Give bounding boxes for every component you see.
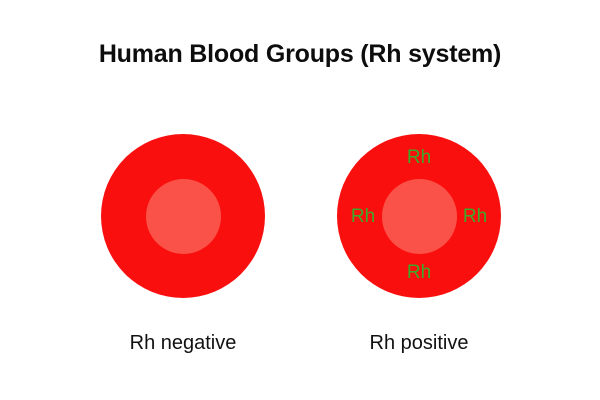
rh-antigen-marker-top: Rh bbox=[406, 147, 432, 168]
blood-cell-rh-positive: Rh Rh Rh Rh bbox=[337, 134, 501, 298]
page-title: Human Blood Groups (Rh system) bbox=[98, 40, 502, 68]
red-blood-cell-inner-circle bbox=[146, 179, 221, 254]
rh-antigen-marker-bottom: Rh bbox=[406, 262, 432, 283]
red-blood-cell-inner-circle bbox=[382, 179, 457, 254]
caption-rh-positive: Rh positive bbox=[369, 332, 469, 354]
blood-cell-rh-negative bbox=[101, 134, 265, 298]
caption-rh-negative: Rh negative bbox=[129, 332, 237, 354]
rh-antigen-marker-left: Rh bbox=[350, 206, 376, 227]
rh-antigen-marker-right: Rh bbox=[462, 206, 488, 227]
